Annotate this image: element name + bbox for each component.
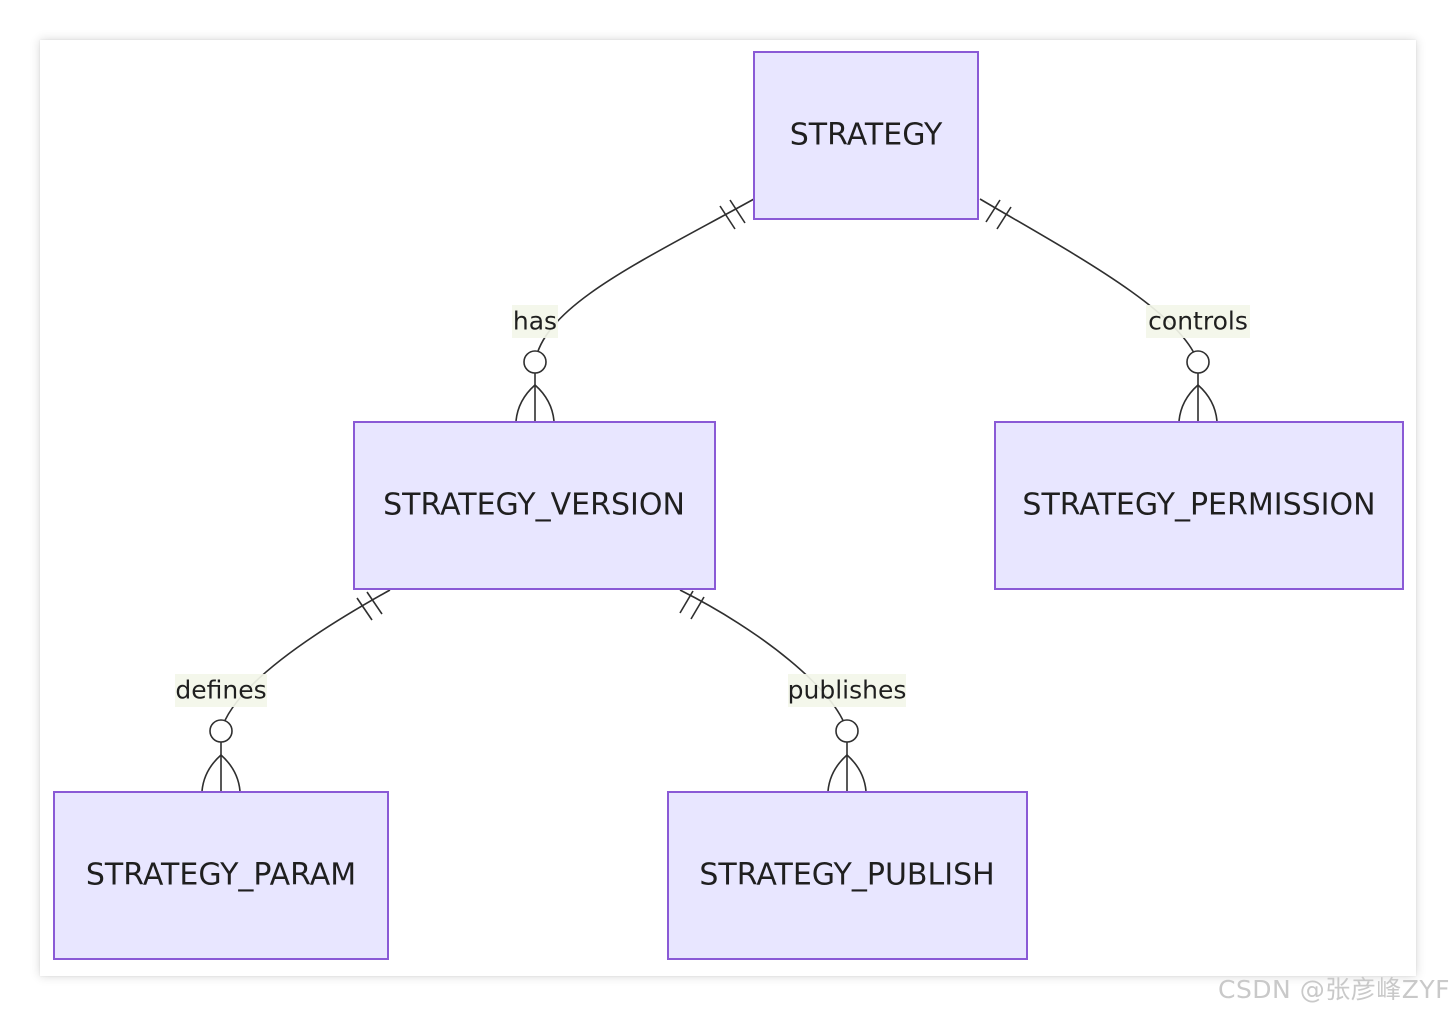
many-marker	[846, 754, 867, 792]
zero-marker	[835, 719, 859, 743]
relationship-label-bg	[512, 305, 558, 338]
entity-name-strategy-publish: STRATEGY_PUBLISH	[699, 858, 994, 893]
relationship-label-publishes: publishes	[788, 676, 907, 705]
many-marker	[515, 384, 536, 422]
one-marker	[690, 596, 705, 620]
entity-name-strategy-permission: STRATEGY_PERMISSION	[1022, 488, 1375, 523]
relationship-line	[979, 198, 1199, 363]
zero-marker	[523, 350, 547, 374]
entity-box	[753, 51, 979, 220]
relationship-line	[220, 589, 391, 732]
entity-name-strategy: STRATEGY	[790, 118, 943, 153]
watermark: CSDN @张彦峰ZYF	[1217, 975, 1450, 1004]
one-marker	[366, 591, 383, 615]
relationship-publishes: publishes	[679, 589, 907, 792]
entity-strategy[interactable]: STRATEGY	[753, 51, 979, 220]
zero-marker	[1186, 350, 1210, 374]
relationship-label-bg	[1146, 305, 1250, 338]
many-marker	[1197, 384, 1218, 422]
entity-strategy-version[interactable]: STRATEGY_VERSION	[353, 421, 716, 590]
one-marker	[719, 205, 736, 230]
entity-strategy-param[interactable]: STRATEGY_PARAM	[53, 791, 389, 960]
relationship-label-controls: controls	[1148, 307, 1248, 336]
entity-box	[353, 421, 716, 590]
entity-box	[667, 791, 1028, 960]
relationship-defines: defines	[175, 589, 391, 792]
entity-strategy-publish[interactable]: STRATEGY_PUBLISH	[667, 791, 1028, 960]
entity-name-strategy-version: STRATEGY_VERSION	[383, 488, 685, 523]
relationship-line	[534, 198, 755, 363]
relationship-line	[679, 589, 848, 732]
many-marker	[220, 754, 241, 792]
entity-box	[994, 421, 1404, 590]
many-marker	[827, 754, 848, 792]
many-marker	[1178, 384, 1199, 422]
relationship-label-bg	[788, 674, 906, 707]
entity-name-strategy-param: STRATEGY_PARAM	[86, 858, 356, 893]
many-marker	[534, 384, 555, 422]
one-marker	[996, 206, 1012, 230]
one-marker	[679, 590, 694, 614]
relationship-label-has: has	[513, 307, 557, 336]
relationship-has: has	[512, 198, 755, 422]
many-marker	[201, 754, 222, 792]
entity-box	[53, 791, 389, 960]
relationship-label-defines: defines	[175, 676, 266, 705]
zero-marker	[209, 719, 233, 743]
one-marker	[985, 199, 1001, 223]
relationship-controls: controls	[979, 198, 1250, 422]
relationship-label-bg	[175, 674, 267, 707]
one-marker	[729, 199, 746, 224]
one-marker	[356, 597, 373, 621]
entity-strategy-permission[interactable]: STRATEGY_PERMISSION	[994, 421, 1404, 590]
